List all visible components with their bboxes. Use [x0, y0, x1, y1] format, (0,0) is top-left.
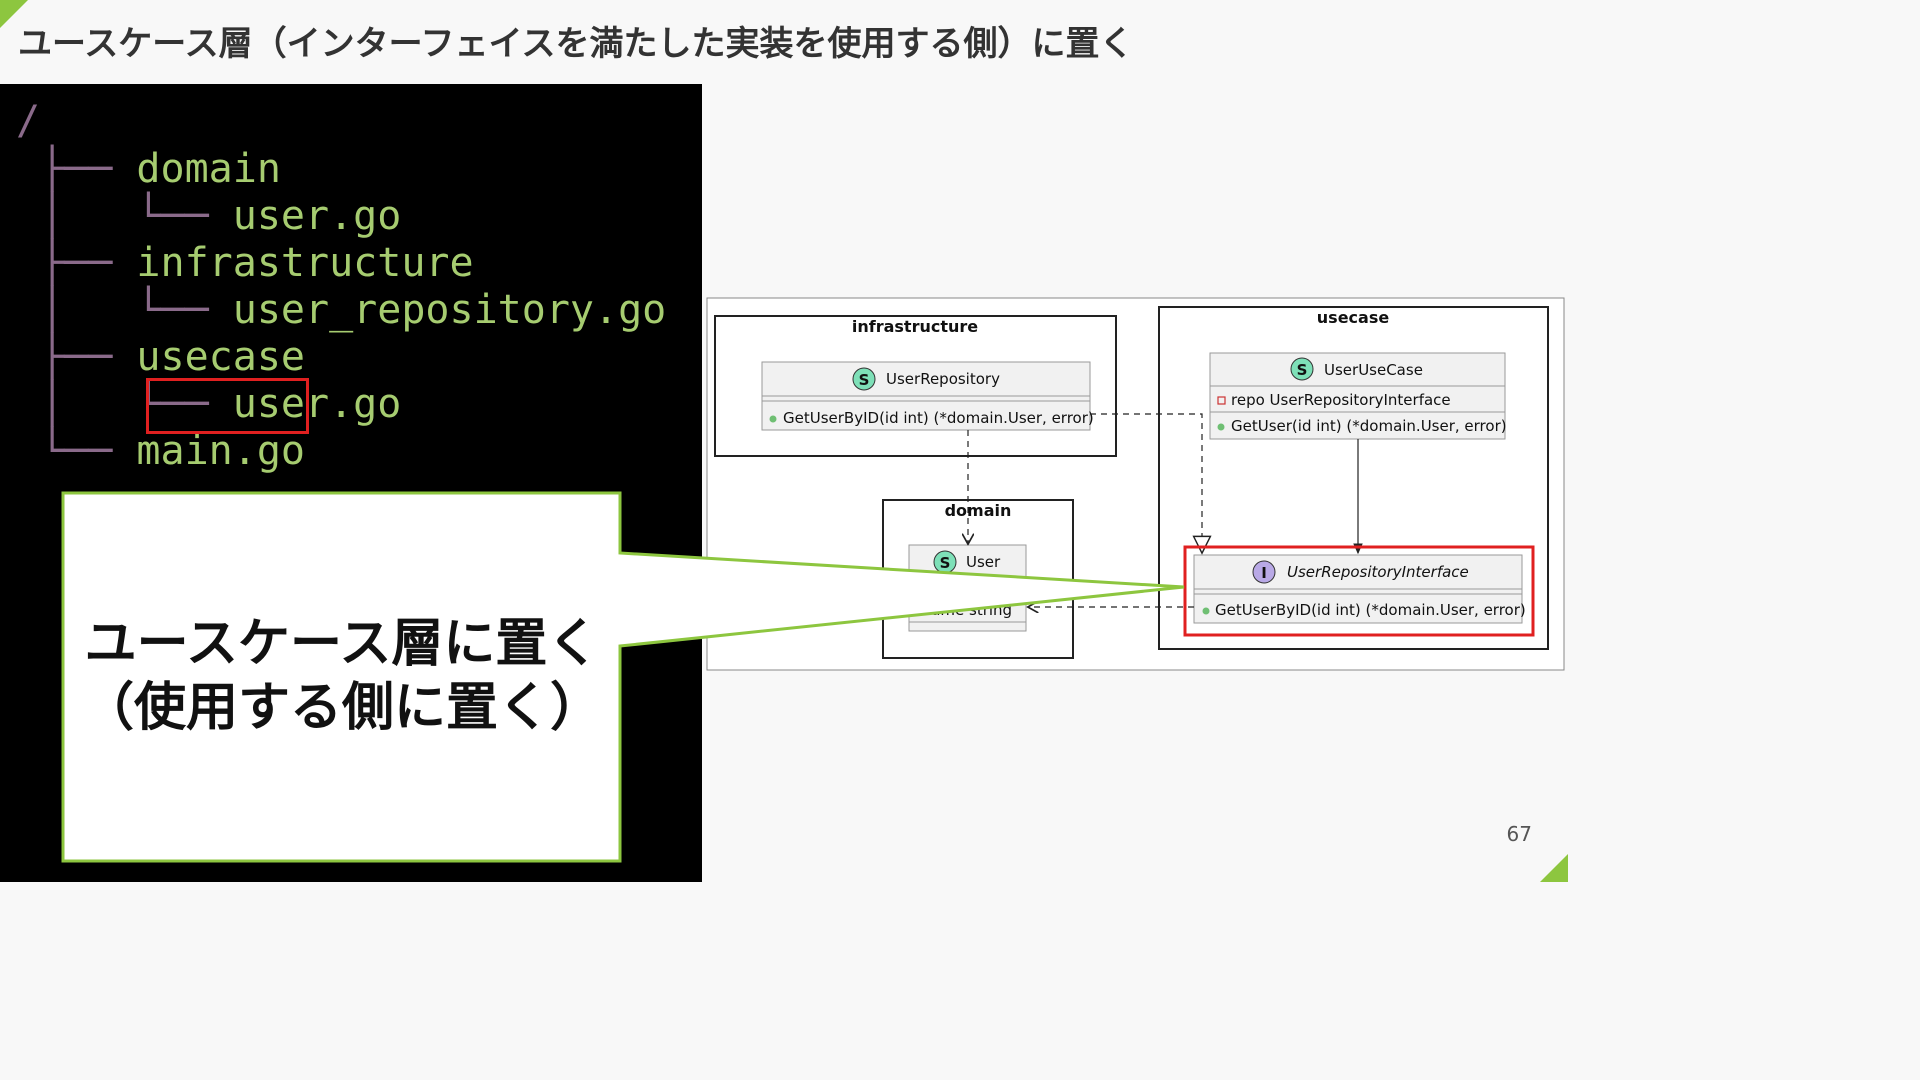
class-user-use-case: S UserUseCase repo UserRepositoryInterfa…: [1209, 352, 1507, 440]
svg-text:S: S: [940, 554, 951, 572]
tree-item-usecase: ├── usecase: [16, 334, 305, 380]
interface-name: UserRepositoryInterface: [1287, 563, 1469, 581]
callout-line-2: （使用する側に置く）: [81, 678, 602, 738]
page-number: 67: [1506, 822, 1532, 846]
tree-root: /: [16, 98, 41, 144]
callout-shape: [61, 491, 1185, 863]
slide-title: ユースケース層（インターフェイスを満たした実装を使用する側）に置く: [18, 24, 1134, 64]
interface-method: GetUserByID(id int) (*domain.User, error…: [1215, 601, 1526, 619]
realization-arrow: [1090, 413, 1202, 552]
struct-badge-icon: [1290, 357, 1314, 381]
class-name: UserUseCase: [1324, 361, 1423, 379]
corner-accent-bottom-right: [1540, 854, 1568, 882]
public-method-icon: [769, 415, 777, 423]
callout-line-1: ユースケース層に置く: [84, 614, 600, 674]
interface-user-repository-interface: I UserRepositoryInterface GetUserByID(id…: [1193, 554, 1526, 624]
tree-item-user-repository-go: │ └── user_repository.go: [16, 287, 667, 333]
public-method-icon: [1202, 607, 1210, 615]
class-name: UserRepository: [886, 370, 1000, 388]
callout-text: ユースケース層に置く （使用する側に置く）: [64, 612, 620, 740]
package-usecase-label: usecase: [1317, 308, 1390, 327]
private-field-icon: [1217, 396, 1226, 405]
svg-text:S: S: [859, 371, 870, 389]
class-user-repository: S UserRepository GetUserByID(id int) (*d…: [761, 361, 1094, 431]
corner-accent-top-left: [0, 0, 28, 28]
tree-item-main-go: └── main.go: [16, 428, 305, 474]
tree-item-usecase-user-go: │ └── user.go: [16, 381, 402, 427]
package-domain-label: domain: [945, 501, 1012, 520]
class-method: GetUser(id int) (*domain.User, error): [1231, 417, 1507, 435]
tree-item-domain-user-go: │ └── user.go: [16, 193, 402, 239]
public-method-icon: [1217, 423, 1225, 431]
highlight-interface: [1183, 545, 1535, 637]
tree-item-domain: ├── domain: [16, 146, 281, 192]
struct-badge-icon: [852, 367, 876, 391]
svg-text:S: S: [1297, 361, 1308, 379]
tree-item-infrastructure: ├── infrastructure: [16, 240, 474, 286]
class-name: User: [966, 553, 1001, 571]
interface-badge-icon: [1252, 560, 1276, 584]
class-method: GetUserByID(id int) (*domain.User, error…: [783, 409, 1094, 427]
svg-text:I: I: [1261, 564, 1267, 582]
package-infrastructure-label: infrastructure: [852, 317, 978, 336]
highlight-usecase-user-go: [146, 378, 309, 434]
class-field: repo UserRepositoryInterface: [1231, 391, 1451, 409]
